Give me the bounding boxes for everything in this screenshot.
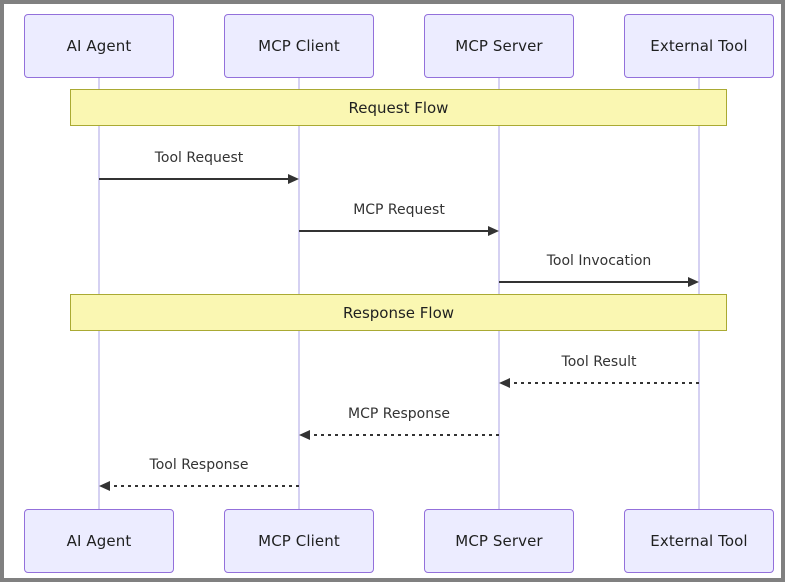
participant-box-external-tool-top[interactable]: External Tool <box>624 14 774 78</box>
message-label-tool-invocation: Tool Invocation <box>546 253 652 269</box>
message-label-mcp-response: MCP Response <box>348 406 450 422</box>
participant-label-external-tool: External Tool <box>650 37 748 55</box>
arrowhead-tool-request <box>288 174 299 184</box>
participant-label-mcp-client: MCP Client <box>258 37 340 55</box>
flow-banner-request-flow: Request Flow <box>70 89 727 126</box>
arrowhead-mcp-response <box>299 430 310 440</box>
participant-box-ai-agent-top[interactable]: AI Agent <box>24 14 174 78</box>
arrowhead-tool-response <box>99 481 110 491</box>
participant-label-mcp-server: MCP Server <box>455 532 543 550</box>
message-label-tool-request: Tool Request <box>154 150 244 166</box>
participant-label-mcp-client: MCP Client <box>258 532 340 550</box>
participant-label-mcp-server: MCP Server <box>455 37 543 55</box>
participant-box-ai-agent-bottom[interactable]: AI Agent <box>24 509 174 573</box>
arrowhead-tool-result <box>499 378 510 388</box>
lifelines-and-arrows-layer <box>98 78 700 509</box>
arrowhead-tool-invocation <box>688 277 699 287</box>
participant-label-ai-agent: AI Agent <box>66 532 132 550</box>
message-label-tool-result: Tool Result <box>561 354 637 370</box>
participant-box-mcp-server-bottom[interactable]: MCP Server <box>424 509 574 573</box>
arrowhead-mcp-request <box>488 226 499 236</box>
message-arrows-group <box>99 174 699 491</box>
lifelines-group <box>98 78 700 509</box>
participant-box-external-tool-bottom[interactable]: External Tool <box>624 509 774 573</box>
flow-banner-response-flow: Response Flow <box>70 294 727 331</box>
message-label-tool-response: Tool Response <box>149 457 249 473</box>
participant-box-mcp-client-bottom[interactable]: MCP Client <box>224 509 374 573</box>
flow-banner-label-response-flow: Response Flow <box>342 303 455 322</box>
participant-box-mcp-client-top[interactable]: MCP Client <box>224 14 374 78</box>
message-label-mcp-request: MCP Request <box>353 202 445 218</box>
participant-label-ai-agent: AI Agent <box>66 37 132 55</box>
participant-label-external-tool: External Tool <box>650 532 748 550</box>
participant-box-mcp-server-top[interactable]: MCP Server <box>424 14 574 78</box>
flow-banner-label-request-flow: Request Flow <box>348 98 449 117</box>
